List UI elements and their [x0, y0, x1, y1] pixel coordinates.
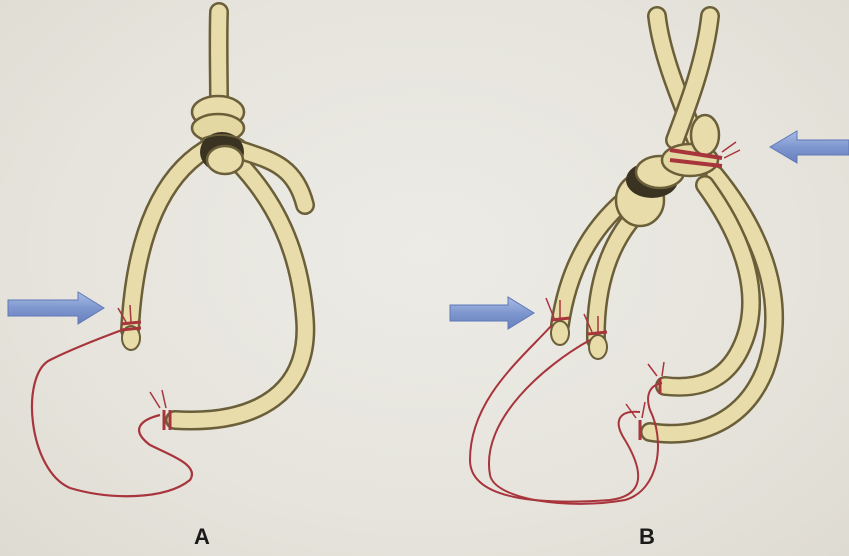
right-arrow-icon — [8, 292, 104, 324]
whipping-cord-b-1 — [470, 325, 640, 502]
right-arrow-icon — [450, 297, 534, 329]
panel-label-b: B — [639, 524, 655, 550]
left-arrow-icon — [770, 131, 849, 163]
panel-a-diagram — [32, 12, 305, 496]
panel-b-diagram — [470, 16, 774, 504]
panel-label-a: A — [194, 524, 210, 550]
